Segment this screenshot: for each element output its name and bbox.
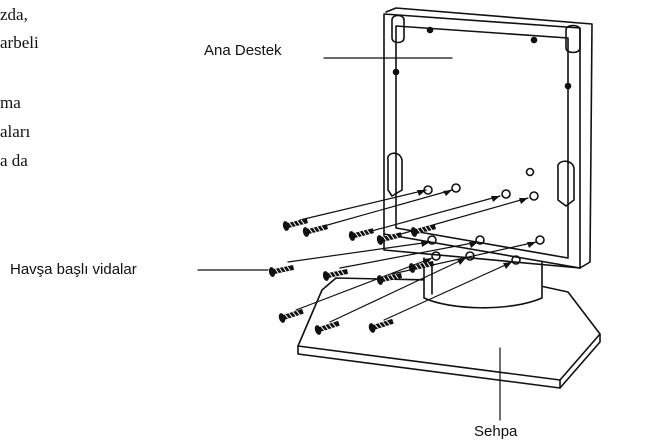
screw-icon [282,218,308,231]
body-text-line-1: zda, [0,5,28,24]
screw-icon [376,232,402,245]
screw-icon [314,320,340,335]
screw-icon [268,264,295,277]
body-text-line-3: ma [0,93,21,112]
screw-icon [348,228,374,241]
screw-icon [408,260,435,273]
screw-icon [410,224,436,237]
body-text-line-2: arbeli [0,33,39,52]
body-text-line-4: aları [0,122,31,141]
stand-label: Sehpa [474,423,518,440]
screw-icon [376,272,403,285]
main-support-label: Ana Destek [204,42,282,59]
screw-icon [368,318,394,333]
screw-icon [302,224,328,237]
assembly-arrows [287,189,537,323]
countersunk-screws [268,218,436,335]
main-support-plate [383,7,593,269]
stand-neck [423,257,543,309]
screws-label: Havşa başlı vidalar [10,261,137,278]
screw-icon [322,268,349,281]
screw-icon [278,308,304,323]
body-text-line-5: a da [0,151,28,170]
